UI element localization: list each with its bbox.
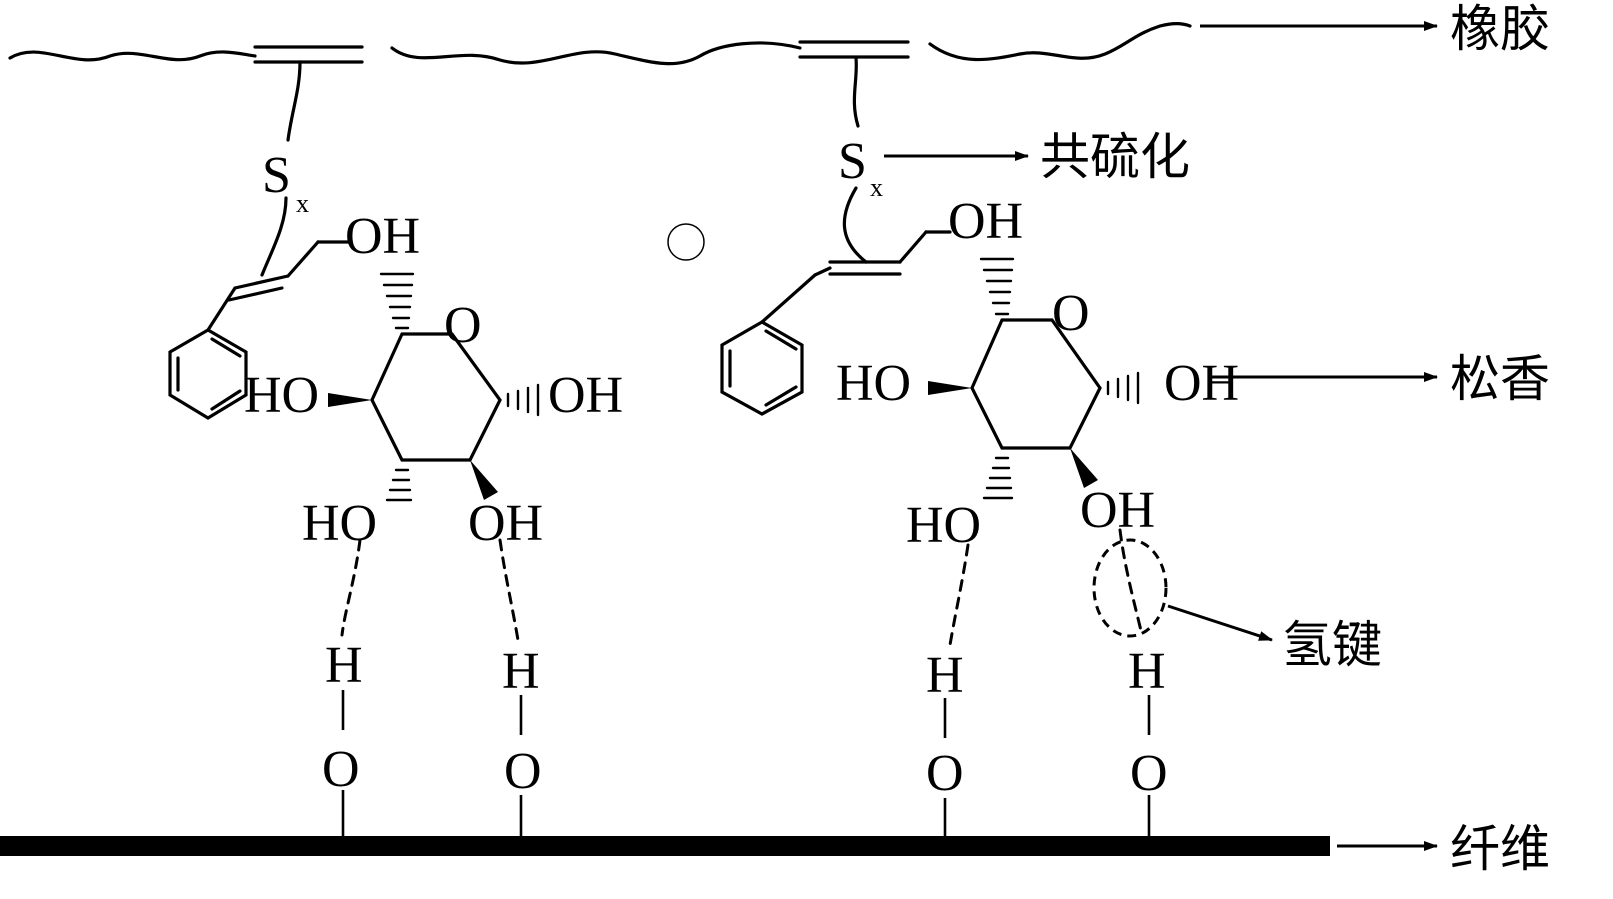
left-ho-c3: HO bbox=[302, 495, 377, 552]
left-hashed-wedge-c3 bbox=[385, 468, 413, 502]
label-rubber: 橡胶 bbox=[1450, 0, 1550, 58]
rubber-chain bbox=[8, 22, 1192, 66]
left-rosin-unit bbox=[168, 60, 540, 502]
right-solid-wedge-c4 bbox=[928, 381, 972, 395]
left-oh-c2: OH bbox=[468, 495, 543, 552]
left-oh-c1: OH bbox=[548, 367, 623, 424]
right-ring-oxygen: O bbox=[1052, 285, 1090, 342]
hbond-dash-4 bbox=[1118, 528, 1144, 637]
right-hashed-wedge-c5 bbox=[979, 257, 1015, 316]
right-oh-top: OH bbox=[948, 193, 1023, 250]
right-sulfur-link-upper bbox=[852, 56, 860, 128]
left-sulfur-subscript: x bbox=[296, 189, 309, 218]
hydrogen-bond-highlight-ellipse bbox=[1092, 538, 1168, 638]
component-labels: 橡胶 共硫化 松香 氢键 纤维 bbox=[1040, 0, 1550, 878]
left-alkene-bond-b bbox=[227, 286, 284, 302]
label-arrows bbox=[884, 21, 1438, 851]
right-oh-c2: OH bbox=[1080, 482, 1155, 539]
right-solid-wedge-c2 bbox=[1070, 448, 1098, 488]
left-hashed-wedge-c5 bbox=[379, 272, 415, 330]
left-alkene-bond-a bbox=[233, 274, 290, 290]
rubber-chain-segment-3 bbox=[928, 22, 1192, 62]
right-benzene-ring bbox=[720, 320, 804, 416]
label-covulcanization: 共硫化 bbox=[1040, 128, 1190, 186]
left-solid-wedge-c2 bbox=[470, 460, 498, 500]
right-benzene-inner-3 bbox=[764, 385, 798, 407]
right-benzene-inner-2 bbox=[764, 329, 798, 351]
left-o-1: O bbox=[322, 741, 360, 798]
left-h-1: H bbox=[325, 637, 363, 694]
hbond-dash-1 bbox=[340, 538, 362, 637]
left-allyl-bond-1 bbox=[286, 240, 320, 278]
left-sulfur-link-upper bbox=[286, 60, 302, 142]
left-benzene-inner-3 bbox=[210, 389, 242, 411]
left-benzene-inner-2 bbox=[210, 337, 242, 358]
right-allyl-bond-1 bbox=[898, 230, 928, 264]
left-solid-wedge-c4 bbox=[328, 393, 372, 407]
hbond-dash-3 bbox=[948, 543, 970, 647]
left-vinyl-bond bbox=[206, 286, 237, 332]
right-h-1: H bbox=[926, 647, 964, 704]
right-rosin-unit bbox=[720, 56, 1140, 500]
rubber-chain-segment-2 bbox=[390, 41, 802, 66]
rubber-chain-segment-1 bbox=[8, 50, 257, 62]
label-rosin: 松香 bbox=[1450, 350, 1550, 408]
arrow-hydrogen-bond bbox=[1167, 604, 1273, 642]
right-oh-c1: OH bbox=[1164, 355, 1239, 412]
atom-labels: S x OH O HO OH HO OH H O H O S x OH O HO… bbox=[244, 133, 1239, 802]
hbond-dash-2 bbox=[498, 538, 520, 642]
right-vinyl-bond bbox=[760, 273, 817, 324]
right-hashed-wedge-c1 bbox=[1106, 371, 1140, 405]
left-o-2: O bbox=[504, 743, 542, 800]
right-sulfur-link-lower bbox=[842, 186, 868, 264]
left-oh-top: OH bbox=[345, 208, 420, 265]
fiber-bar bbox=[0, 836, 1330, 856]
label-fiber: 纤维 bbox=[1450, 820, 1550, 878]
label-hydrogen-bond: 氢键 bbox=[1282, 616, 1382, 674]
right-o-1: O bbox=[926, 745, 964, 802]
small-circle-marker bbox=[667, 223, 705, 261]
right-sulfur-label: S bbox=[838, 133, 867, 190]
left-benzene-ring bbox=[168, 328, 248, 420]
left-sulfur-label: S bbox=[262, 147, 291, 204]
left-hashed-wedge-c1 bbox=[506, 383, 540, 417]
right-hashed-wedge-c3 bbox=[982, 456, 1014, 500]
right-ho-c4: HO bbox=[836, 355, 911, 412]
left-h-2: H bbox=[502, 643, 540, 700]
right-alkene-join bbox=[813, 266, 832, 277]
hydrogen-bond-lines bbox=[340, 528, 1144, 647]
right-h-2: H bbox=[1128, 643, 1166, 700]
right-ho-c3: HO bbox=[906, 497, 981, 554]
left-sulfur-link-lower bbox=[260, 196, 288, 277]
fiber-oh-bonds bbox=[341, 690, 1151, 838]
left-ring-oxygen: O bbox=[444, 297, 482, 354]
left-ho-c4: HO bbox=[244, 367, 319, 424]
right-o-2: O bbox=[1130, 745, 1168, 802]
right-sulfur-subscript: x bbox=[870, 173, 883, 202]
